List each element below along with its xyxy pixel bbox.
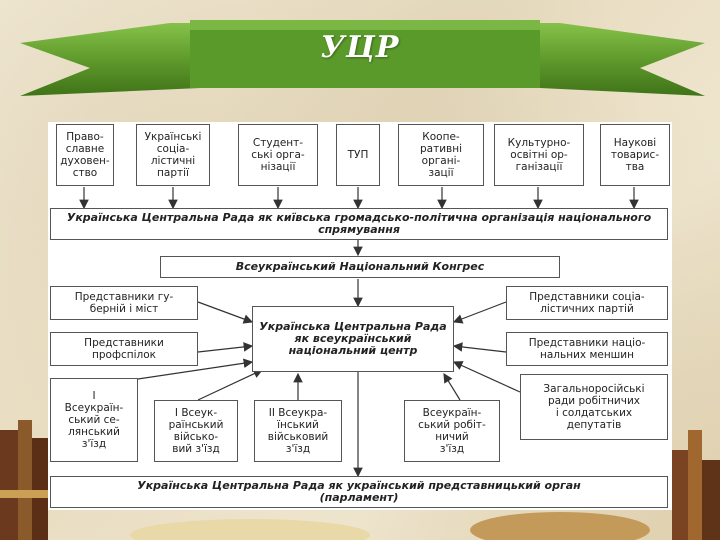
right-box-soviets: Загальноросійські ради робітничих і солд… xyxy=(520,374,668,440)
national-congress-box: Всеукраїнський Національний Конгрес xyxy=(160,256,560,278)
parliament-box: Українська Центральна Рада як українськи… xyxy=(50,476,668,508)
top-box-socialist-parties: Українські соціа- лістичні партії xyxy=(136,124,210,186)
title-banner xyxy=(20,20,705,96)
top-box-clergy: Право- славне духовен- ство xyxy=(56,124,114,186)
books-decoration xyxy=(0,420,720,540)
top-box-scientific-societies: Наукові товарис- тва xyxy=(600,124,670,186)
rada-description-box: Українська Центральна Рада як київська г… xyxy=(50,208,668,240)
top-box-tup: ТУП xyxy=(336,124,380,186)
diagram-connectors xyxy=(79,187,639,478)
bottom-box-workers-congress: Всеукраїн- ський робіт- ничий з'їзд xyxy=(404,400,500,462)
left-box-provinces: Представники гу- берній і міст xyxy=(50,286,198,320)
bottom-box-peasant-congress: I Всеукраїн- ський се- лянський з'їзд xyxy=(50,378,138,462)
slide-title: УЦР xyxy=(320,30,400,65)
bottom-box-military-congress-1: I Всеук- раїнський військо- вий з'їзд xyxy=(154,400,238,462)
right-box-national-minorities: Представники націо- нальних меншин xyxy=(506,332,668,366)
left-box-trade-unions: Представники профспілок xyxy=(50,332,198,366)
bottom-box-military-congress-2: II Всеукра- їнський військовий з'їзд xyxy=(254,400,342,462)
right-box-socialist-parties: Представники соціа- лістичних партій xyxy=(506,286,668,320)
structure-diagram: Право- славне духовен- ство Українські с… xyxy=(48,122,672,510)
central-rada-box: Українська Центральна Рада як всеукраїнс… xyxy=(252,306,454,372)
top-box-cultural-orgs: Культурно- освітні ор- ганізації xyxy=(494,124,584,186)
top-box-student-orgs: Студент- ські орга- нізації xyxy=(238,124,318,186)
top-box-cooperatives: Коопе- ративні органі- зації xyxy=(398,124,484,186)
